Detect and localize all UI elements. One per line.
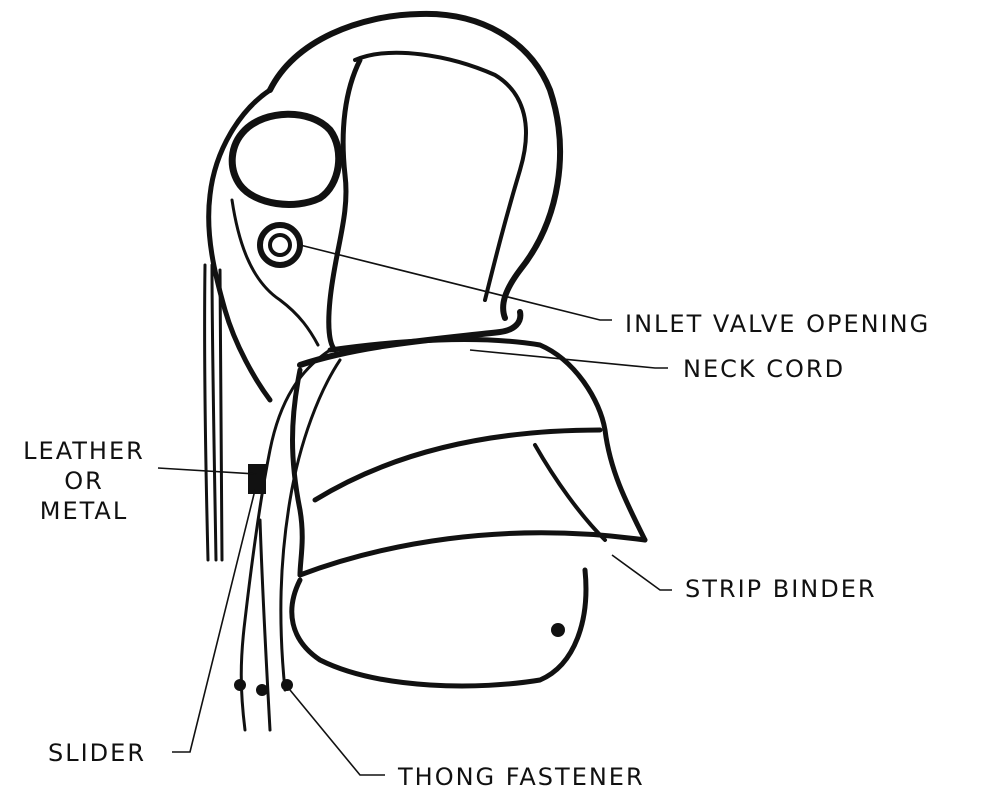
label-metal: METAL <box>10 496 158 526</box>
eyepiece <box>232 114 339 204</box>
label-neck-cord: NECK CORD <box>683 354 845 384</box>
label-slider: SLIDER <box>48 738 146 768</box>
strip-binder-seam <box>315 430 600 500</box>
hood-outline <box>270 14 560 318</box>
leader-lines <box>158 245 672 775</box>
hood-seam <box>329 60 360 350</box>
leader-thong <box>290 690 385 775</box>
label-leather: LEATHER <box>10 436 158 466</box>
label-inlet-valve-opening: INLET VALVE OPENING <box>625 309 930 339</box>
label-leather-or-metal: LEATHER OR METAL <box>10 436 158 526</box>
leader-strip-binder <box>612 555 672 590</box>
label-strip-binder: STRIP BINDER <box>685 574 877 604</box>
lower-cape <box>292 570 586 686</box>
slider-clip <box>248 464 266 494</box>
label-thong-fastener: THONG FASTENER <box>398 762 645 792</box>
label-or: OR <box>10 466 158 496</box>
leader-inlet <box>300 245 612 320</box>
inlet-valve <box>260 225 300 265</box>
hood-illustration <box>205 14 645 730</box>
